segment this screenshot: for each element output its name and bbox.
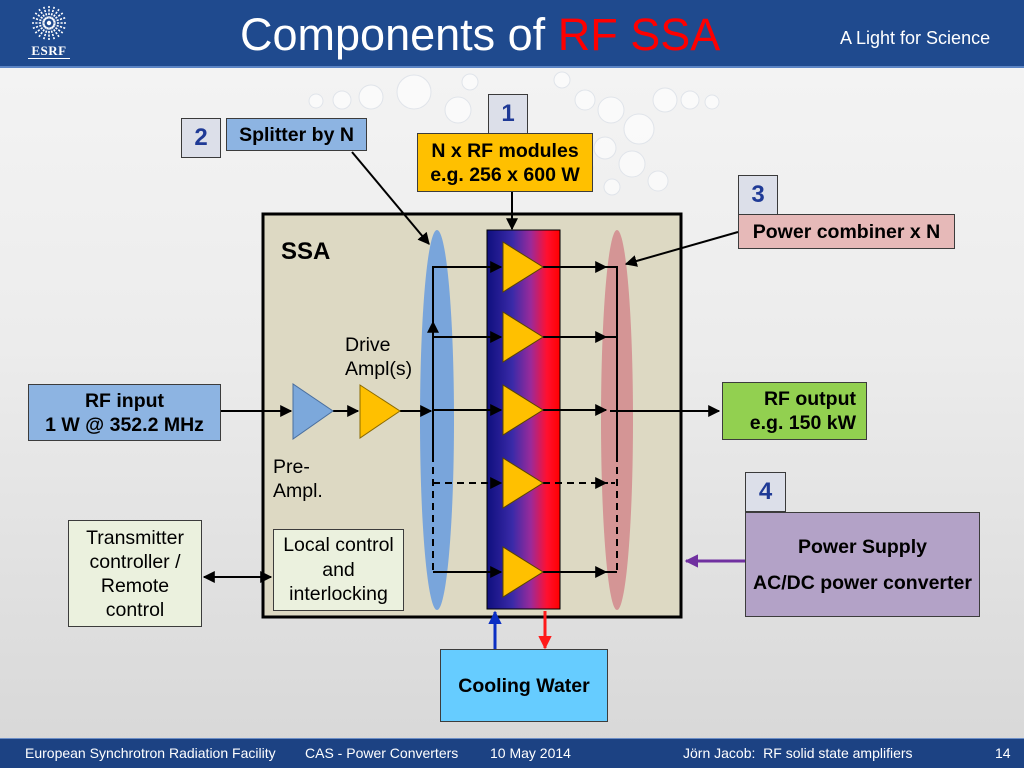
sunburst-ray <box>32 16 45 23</box>
pre-amplifier-label-line: Ampl. <box>273 480 323 502</box>
logo-text: ESRF <box>28 43 70 59</box>
pre-amplifier-label: Pre- Ampl. <box>273 455 323 503</box>
transmitter-controller-box: Transmitter controller / Remote control <box>68 520 202 627</box>
sunburst-ray <box>49 6 56 19</box>
rf-module-amplifier-icon <box>502 384 544 436</box>
drive-amplifier-label-line: Drive <box>345 334 391 356</box>
sunburst-ray <box>52 25 64 34</box>
title-main: Components of <box>240 9 546 60</box>
tagline: A Light for Science <box>840 28 991 48</box>
rf-output-box: RF output e.g. 150 kW <box>722 382 867 440</box>
background-dot <box>444 96 472 124</box>
combiner-pointer-arrow <box>624 231 739 267</box>
rf-module-amplifier-icon <box>502 457 544 509</box>
power-supply-label: Power Supply <box>798 535 927 558</box>
drive-amplifier-icon <box>359 384 401 439</box>
rf-output-spec: e.g. 150 kW <box>749 412 856 434</box>
background-dot <box>358 84 384 110</box>
splitter-pointer-arrow <box>351 151 430 245</box>
rf-output-label: RF output <box>763 388 856 410</box>
rf-modules-label: N x RF modules <box>431 139 579 162</box>
rf-input-box: RF input 1 W @ 352.2 MHz <box>28 384 221 441</box>
background-dot <box>593 136 617 160</box>
sunburst-ray <box>51 8 60 20</box>
background-dot <box>461 73 479 91</box>
rf-modules-callout: N x RF modules e.g. 256 x 600 W <box>417 133 593 192</box>
sunburst-ray <box>42 27 49 40</box>
local-control-line: and <box>322 558 355 581</box>
background-dots <box>308 71 720 196</box>
title-accent: RF SSA <box>557 9 721 60</box>
sunburst-ray <box>51 26 60 38</box>
sunburst-ray <box>53 16 66 23</box>
splitter-label: Splitter by N <box>239 123 354 146</box>
callout-number-4: 4 <box>745 472 786 512</box>
pre-amplifier-label-line: Pre- <box>273 456 310 478</box>
combiner-label: Power combiner x N <box>752 220 941 243</box>
background-dot <box>680 90 700 110</box>
rf-module-amplifier-icon <box>502 311 544 363</box>
local-control-line: interlocking <box>289 583 388 606</box>
background-dot <box>623 113 655 145</box>
rf-module-amplifier-icon <box>502 241 544 293</box>
sunburst-ray <box>53 23 66 30</box>
sunburst-ray <box>52 12 64 21</box>
background-dot <box>618 150 646 178</box>
background-dot <box>332 90 352 110</box>
callout-number-1: 1 <box>488 94 528 134</box>
callout-number-2: 2 <box>181 118 221 158</box>
rf-input-spec: 1 W @ 352.2 MHz <box>45 413 204 436</box>
cooling-water-box: Cooling Water <box>440 649 608 722</box>
splitter-callout: Splitter by N <box>226 118 367 151</box>
background-dot <box>652 87 678 113</box>
sunburst-ray <box>49 27 56 40</box>
sunburst-ray <box>42 6 49 19</box>
transmitter-controller-line: controller / <box>89 550 181 573</box>
local-control-box: Local control and interlocking <box>273 529 404 611</box>
rf-modules-spec: e.g. 256 x 600 W <box>430 163 580 186</box>
background-dot <box>553 71 571 89</box>
esrf-logo: ESRF <box>26 3 72 63</box>
slide-footer: European Synchrotron Radiation Facility … <box>0 738 1024 768</box>
ssa-label: SSA <box>281 238 331 265</box>
sunburst-ray <box>34 25 46 34</box>
sunburst-rays <box>32 6 66 40</box>
sunburst-ray <box>34 12 46 21</box>
sunburst-ray <box>32 23 45 30</box>
footer-date: 10 May 2014 <box>490 745 571 761</box>
splitter-shape <box>420 230 454 610</box>
background-dot <box>647 170 669 192</box>
sunburst-icon <box>32 6 66 40</box>
background-dot <box>308 93 324 109</box>
transmitter-controller-line: control <box>105 598 165 621</box>
page-number: 14 <box>995 745 1011 761</box>
power-supply-spec: AC/DC power converter <box>753 571 972 594</box>
cooling-water-label: Cooling Water <box>458 674 590 697</box>
footer-organization: European Synchrotron Radiation Facility <box>25 745 276 761</box>
drive-amplifier-label-line: Ampl(s) <box>345 358 413 380</box>
callout-number-3: 3 <box>738 175 778 215</box>
drive-amplifier-label: Drive Ampl(s) <box>345 333 412 381</box>
sunburst-ray <box>38 26 47 38</box>
sunburst-center <box>46 20 52 26</box>
combiner-callout: Power combiner x N <box>738 214 955 249</box>
pre-amplifier-icon <box>292 383 334 440</box>
footer-event: CAS - Power Converters <box>305 745 459 761</box>
background-dot <box>396 74 432 110</box>
power-supply-box: Power Supply AC/DC power converter <box>745 512 980 617</box>
local-control-line: Local control <box>283 534 394 557</box>
background-dot <box>574 89 596 111</box>
rf-module-amplifier-icon <box>502 546 544 598</box>
background-dot <box>597 96 625 124</box>
transmitter-controller-line: Transmitter <box>86 526 184 549</box>
rf-input-label: RF input <box>84 389 165 412</box>
background-dot <box>704 94 720 110</box>
background-dot <box>603 178 621 196</box>
sunburst-ray <box>38 8 47 20</box>
transmitter-controller-line: Remote <box>100 574 170 597</box>
footer-author-topic: Jörn Jacob: RF solid state amplifiers <box>683 745 913 761</box>
